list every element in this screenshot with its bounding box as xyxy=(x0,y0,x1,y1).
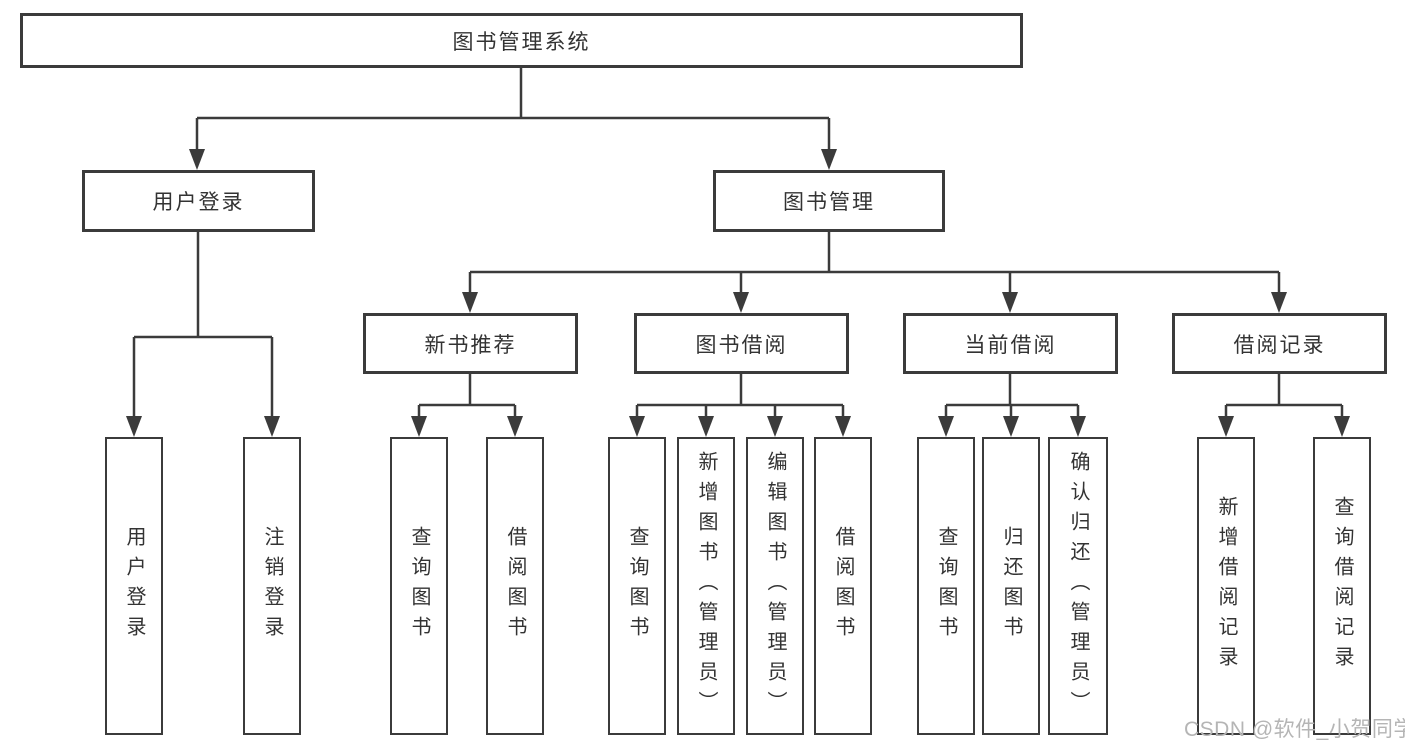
node-label: 借阅图书 xyxy=(504,526,526,646)
node-new-book-recommend: 新书推荐 xyxy=(363,313,578,374)
node-library-management-system: 图书管理系统 xyxy=(20,13,1023,68)
leaf-user-login: 用户登录 xyxy=(105,437,163,735)
node-book-management-branch: 图书管理 xyxy=(713,170,945,232)
node-label: 查询图书 xyxy=(935,526,957,646)
leaf-borrow-books: 借阅图书 xyxy=(814,437,872,735)
node-book-borrow: 图书借阅 xyxy=(634,313,849,374)
leaf-query-books-borrow: 查询图书 xyxy=(608,437,666,735)
connector-new-book-recommend-to-leaves xyxy=(417,374,517,418)
node-label: 查询图书 xyxy=(408,526,430,646)
node-label: 当前借阅 xyxy=(964,333,1057,357)
node-label: 查询借阅记录 xyxy=(1331,496,1353,676)
node-user-login-branch: 用户登录 xyxy=(82,170,315,232)
node-current-borrow: 当前借阅 xyxy=(903,313,1118,374)
node-label: 新增图书（管理员） xyxy=(695,451,717,721)
leaf-query-books-recommend: 查询图书 xyxy=(390,437,448,735)
leaf-query-books-current: 查询图书 xyxy=(917,437,975,735)
node-label: 归还图书 xyxy=(1000,526,1022,646)
connector-borrow-records-to-leaves xyxy=(1224,374,1344,418)
leaf-confirm-return-admin: 确认归还（管理员） xyxy=(1048,437,1108,735)
leaf-logout: 注销登录 xyxy=(243,437,301,735)
node-label: 确认归还（管理员） xyxy=(1067,451,1089,721)
leaf-borrow-books-recommend: 借阅图书 xyxy=(486,437,544,735)
node-label: 用户登录 xyxy=(123,526,145,646)
leaf-query-borrow-record: 查询借阅记录 xyxy=(1313,437,1371,735)
leaf-add-books-admin: 新增图书（管理员） xyxy=(677,437,735,735)
node-label: 编辑图书（管理员） xyxy=(764,451,786,721)
node-label: 借阅图书 xyxy=(832,526,854,646)
connector-book-borrow-to-leaves xyxy=(635,374,845,418)
csdn-watermark: CSDN @软件_小贺同学 xyxy=(1184,718,1405,741)
node-label: 注销登录 xyxy=(261,526,283,646)
node-label: 图书管理 xyxy=(783,191,875,214)
connector-book-management-to-level3 xyxy=(468,232,1281,294)
node-label: 图书管理系统 xyxy=(452,30,591,54)
connector-user-login-to-leaves xyxy=(132,232,274,418)
node-label: 查询图书 xyxy=(626,526,648,646)
connector-current-borrow-to-leaves xyxy=(944,374,1080,418)
connector-root-to-level2 xyxy=(195,68,831,151)
node-label: 用户登录 xyxy=(152,191,245,214)
node-label: 新增借阅记录 xyxy=(1215,496,1237,676)
node-borrow-records: 借阅记录 xyxy=(1172,313,1387,374)
node-label: 新书推荐 xyxy=(424,333,517,357)
leaf-return-books: 归还图书 xyxy=(982,437,1040,735)
leaf-add-borrow-record: 新增借阅记录 xyxy=(1197,437,1255,735)
node-label: 借阅记录 xyxy=(1233,333,1326,357)
leaf-edit-books-admin: 编辑图书（管理员） xyxy=(746,437,804,735)
node-label: 图书借阅 xyxy=(695,333,788,357)
